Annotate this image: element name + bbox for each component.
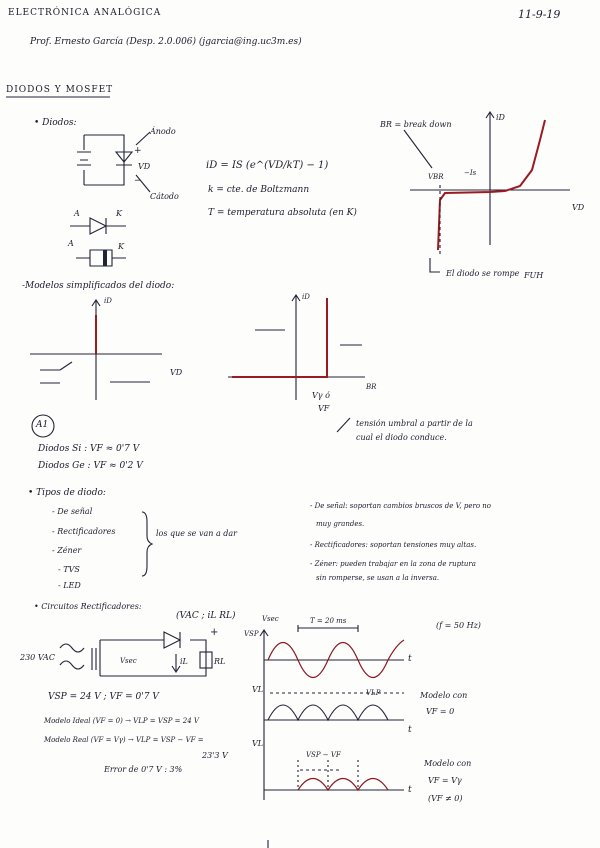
vl-axis-2: VL [252, 739, 264, 748]
frequency-label: (f = 50 Hz) [436, 621, 481, 630]
anodo-label: Ánodo [150, 127, 176, 136]
tipos-brace-note: los que se van a dar [156, 529, 237, 538]
minus-sign: − [134, 176, 142, 186]
is-label: −Is [464, 169, 477, 177]
si-voltage: Diodos Si : VF ≈ 0'7 V [38, 444, 140, 454]
rectifier-circuit [59, 631, 213, 677]
diodos-bullet: • Diodos: [34, 118, 77, 128]
temperature-definition: T = temperatura absoluta (en K) [208, 208, 357, 218]
ideal-caption-2: VF = 0 [426, 707, 455, 716]
model1-axis-v: VD [170, 368, 183, 377]
vsp-axis-label: VSP [244, 630, 259, 638]
vsec-label: Vsec [120, 657, 137, 665]
model2-br: BR [366, 383, 377, 391]
vsec-axis-label: Vsec [262, 615, 279, 623]
rl-label: RL [214, 657, 226, 666]
tipo-rectificadores: - Rectificadores [52, 527, 116, 536]
section-title: DIODOS Y MOSFET [6, 85, 114, 95]
vf-label: VF [318, 404, 330, 413]
tipo-led: - LED [58, 581, 81, 590]
period-label: T = 20 ms [310, 617, 347, 625]
source-voltage: 230 VAC [20, 653, 55, 662]
package-k-label: K [118, 242, 124, 251]
class-date: 11-9-19 [518, 8, 561, 21]
a1-badge: A1 [36, 420, 49, 430]
vac-il-rl: (VAC ; iL RL) [176, 611, 236, 621]
rectifier-waveforms [259, 625, 405, 800]
desc-senal-1: - De señal: soportan cambios bruscos de … [310, 502, 492, 510]
anode-a-label: A [74, 209, 80, 218]
vd-label: VD [138, 162, 151, 171]
desc-senal-2: muy grandes. [316, 520, 365, 528]
breakdown-warning: El diodo se rompe [446, 269, 520, 278]
vbr-label: VBR [428, 173, 444, 181]
desc-rect: - Rectificadores: soportan tensiones muy… [310, 541, 477, 549]
real-caption-2: VF = Vγ [428, 776, 462, 785]
error-value: Error de 0'7 V : 3% [104, 765, 183, 774]
diode-package [76, 249, 126, 267]
vl-axis-1: VL [252, 685, 264, 694]
tipos-title: • Tipos de diodo: [28, 488, 106, 498]
cathode-k-label: K [116, 209, 122, 218]
boltzmann-definition: k = cte. de Boltzmann [208, 185, 310, 195]
t-axis-1: t [408, 654, 412, 664]
package-a-label: A [68, 239, 74, 248]
t-axis-2: t [408, 725, 412, 735]
fuh-label: FUH [524, 271, 544, 280]
real-model-result: Modelo Real (VF = Vγ) → VLP = VSP − VF = [44, 736, 204, 744]
vy-label: Vγ ó [312, 391, 330, 400]
iv-axis-i: iD [496, 113, 505, 122]
course-title: ELECTRÓNICA ANALÓGICA [8, 8, 162, 18]
ge-voltage: Diodos Ge : VF ≈ 0'2 V [38, 461, 143, 471]
model-real-graph [228, 294, 365, 433]
tipo-senal: - De señal [52, 507, 93, 516]
diode-symbol [70, 217, 126, 235]
model1-axis-i: iD [104, 297, 112, 305]
ideal-model-result: Modelo Ideal (VF = 0) → VLP = VSP = 24 V [44, 717, 199, 725]
il-label: iL [180, 657, 188, 666]
iv-axis-v: VD [572, 203, 585, 212]
vsp-minus-vf: VSP − VF [306, 751, 341, 759]
breakdown-arrow [429, 258, 440, 273]
real-model-value: 23'3 V [202, 751, 228, 760]
threshold-note-1: tensión umbral a partir de la [356, 419, 473, 428]
catodo-label: Cátodo [150, 192, 179, 201]
vsp-vf-values: VSP = 24 V ; VF = 0'7 V [48, 692, 159, 702]
tipo-tvs: - TVS [58, 565, 80, 574]
a1-circle [31, 414, 55, 438]
desc-zener-2: sin romperse, se usan a la inversa. [316, 574, 440, 582]
threshold-note-2: cual el diodo conduce. [356, 433, 447, 442]
modelos-title: -Modelos simplificados del diodo: [22, 281, 175, 291]
model2-axis-i: iD [302, 293, 310, 301]
professor-line: Prof. Ernesto García (Desp. 2.0.006) (jg… [30, 37, 302, 47]
tipos-brace [141, 511, 154, 577]
breakdown-note: BR = break down [380, 120, 452, 129]
circuitos-title: • Circuitos Rectificadores: [34, 602, 142, 611]
ideal-caption-1: Modelo con [420, 691, 468, 700]
desc-zener-1: - Zéner: pueden trabajar en la zona de r… [310, 560, 476, 568]
vlp-label: VLP [366, 689, 381, 697]
plus-sign: + [134, 146, 142, 156]
load-plus: + [210, 627, 219, 638]
iv-characteristic [403, 111, 570, 255]
t-axis-3: t [408, 785, 412, 795]
real-caption-1: Modelo con [424, 759, 472, 768]
tipo-zener: - Zéner [52, 546, 82, 555]
model-ideal-graph [30, 299, 162, 400]
diode-circuit [77, 131, 151, 193]
real-caption-3: (VF ≠ 0) [428, 794, 463, 803]
diode-equation: iD = IS (e^(VD/kT) − 1) [206, 160, 329, 171]
